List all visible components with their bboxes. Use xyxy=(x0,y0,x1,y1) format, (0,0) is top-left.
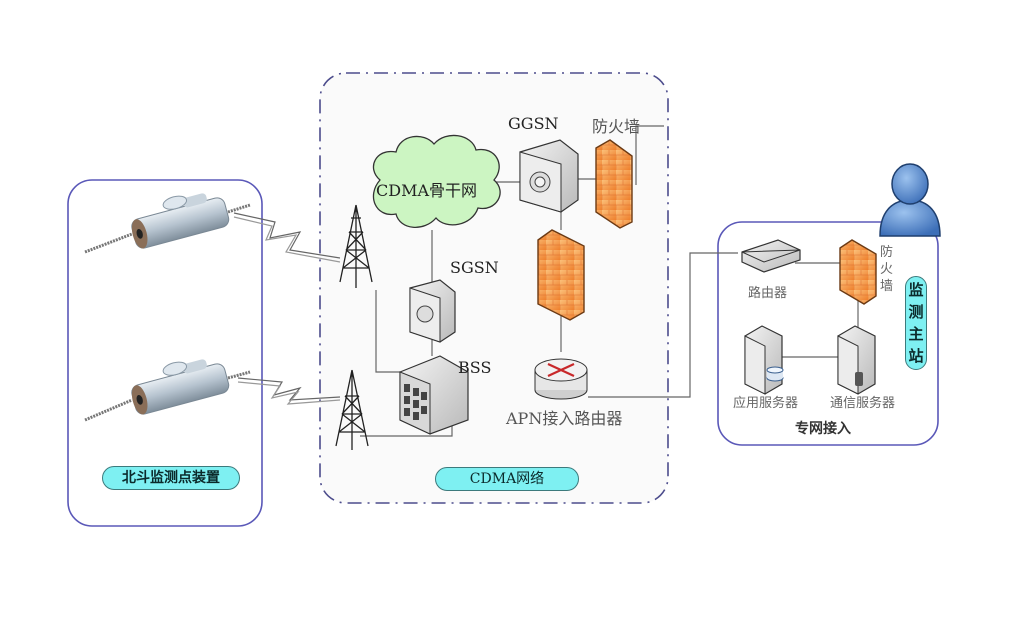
bss-cabinet-icon[interactable] xyxy=(399,355,469,435)
beidou-device-2[interactable] xyxy=(84,350,251,422)
cdma-backbone-cloud[interactable] xyxy=(372,134,501,228)
cdma-group-label: CDMA网络 xyxy=(435,467,579,491)
tower-icon xyxy=(335,369,369,450)
backbone-label: CDMA骨干网 xyxy=(376,181,478,200)
bss-label: BSS xyxy=(458,358,492,377)
router-icon[interactable] xyxy=(741,239,801,273)
left-group-box xyxy=(67,179,263,527)
station-label: 监测主站 xyxy=(905,276,927,370)
app-server-icon[interactable] xyxy=(744,325,784,395)
router-label: 路由器 xyxy=(748,286,788,301)
firewall-icon[interactable] xyxy=(839,239,877,305)
left-group-label: 北斗监测点装置 xyxy=(102,466,240,490)
comm-server-label: 通信服务器 xyxy=(830,396,896,411)
app-server-label: 应用服务器 xyxy=(733,396,799,411)
wireless-link-2 xyxy=(237,377,341,401)
apn-router-label: APN接入路由器 xyxy=(506,409,623,428)
wireless-link-1 xyxy=(233,212,341,259)
ggsn-switch-icon[interactable] xyxy=(519,139,579,213)
user-icon xyxy=(879,163,941,237)
right-group-label: 专网接入 xyxy=(795,421,851,437)
sgsn-switch-icon[interactable] xyxy=(409,279,456,343)
firewall-icon[interactable] xyxy=(537,229,585,321)
tower-icon xyxy=(339,204,373,288)
firewall-icon[interactable] xyxy=(595,139,633,229)
ggsn-label: GGSN xyxy=(508,114,559,133)
cdma-group-box xyxy=(319,72,669,504)
sgsn-label: SGSN xyxy=(450,258,499,277)
firewall-top-label: 防火墙 xyxy=(592,117,641,136)
beidou-device-1[interactable] xyxy=(84,184,251,254)
right-firewall-label: 防火墙 xyxy=(880,245,894,294)
apn-router-icon[interactable] xyxy=(534,358,588,400)
comm-server-icon[interactable] xyxy=(837,325,876,395)
